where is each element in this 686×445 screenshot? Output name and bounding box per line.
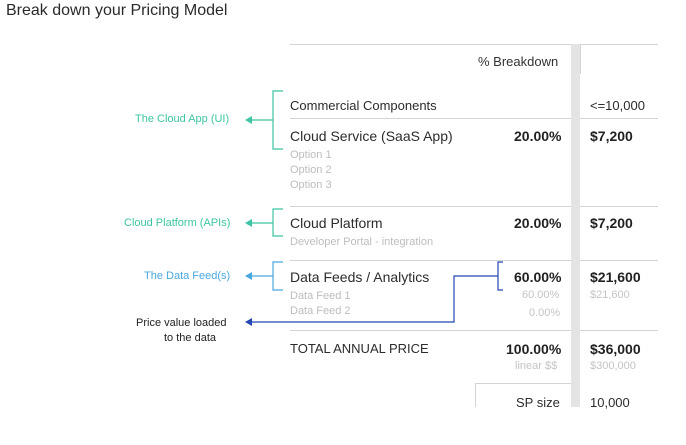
cloud-platform-bracket [250,208,283,237]
cloud-app-bracket [250,90,283,150]
total-note: linear $$ [515,360,558,372]
option-item: Option 2 [290,164,332,176]
sub-price: $21,600 [590,289,630,301]
row-cloud-service-price: $7,200 [590,128,633,144]
price-value-arrowhead [245,318,252,326]
row-divider [290,118,571,119]
total-price: $36,000 [590,341,641,357]
header-divider [580,44,581,74]
row-divider-right [580,118,658,119]
annotation-cloud-app: The Cloud App (UI) [135,113,230,125]
sp-size-value: 10,000 [590,395,630,410]
table-top-rule [290,44,571,45]
total-percent: 100.00% [506,341,562,357]
row-cloud-platform-price: $7,200 [590,215,633,231]
row-divider-right [580,206,658,207]
row-divider [290,260,571,261]
row-divider [290,206,571,207]
row-cloud-service-name: Cloud Service (SaaS App) [290,128,453,144]
option-item: Data Feed 1 [290,290,351,302]
sp-size-divider [475,383,476,407]
page-title: Break down your Pricing Model [6,2,228,19]
cloud-app-arrowhead [245,116,252,124]
annotation-price-value-line2: to the data [164,332,216,344]
row-cloud-platform-percent: 20.00% [514,215,562,231]
annotation-cloud-platform: Cloud Platform (APIs) [124,217,231,229]
row-cloud-platform-name: Cloud Platform [290,215,383,231]
row-data-feeds-percent: 60.00% [514,269,562,285]
option-item: Data Feed 2 [290,305,351,317]
total-sub-price: $300,000 [590,360,636,372]
sub-percent: 60.00% [522,289,560,301]
option-item: Option 1 [290,149,332,161]
sp-size-rule [475,383,571,384]
table-top-rule-right [580,44,658,45]
volume-value: <=10,000 [590,98,645,113]
annotation-price-value-line1: Price value loaded [136,317,227,329]
row-divider [290,330,571,331]
sub-percent: 0.00% [529,307,561,319]
row-divider-right [580,330,658,331]
annotation-data-feeds: The Data Feed(s) [144,270,231,282]
data-feeds-arrowhead [245,272,252,280]
option-item: Developer Portal - integration [290,236,434,248]
data-feeds-bracket [250,261,283,291]
total-label: TOTAL ANNUAL PRICE [290,341,429,356]
header-breakdown: % Breakdown [478,54,559,69]
row-divider-right [580,260,658,261]
commercial-components-label: Commercial Components [290,98,437,113]
option-item: Option 3 [290,179,332,191]
sp-size-label: SP size [516,395,560,410]
price-value-bracket [250,261,503,323]
row-data-feeds-price: $21,600 [590,269,641,285]
column-gutter [571,44,580,407]
row-cloud-service-percent: 20.00% [514,128,562,144]
row-data-feeds-name: Data Feeds / Analytics [290,269,430,285]
cloud-platform-arrowhead [245,219,252,227]
